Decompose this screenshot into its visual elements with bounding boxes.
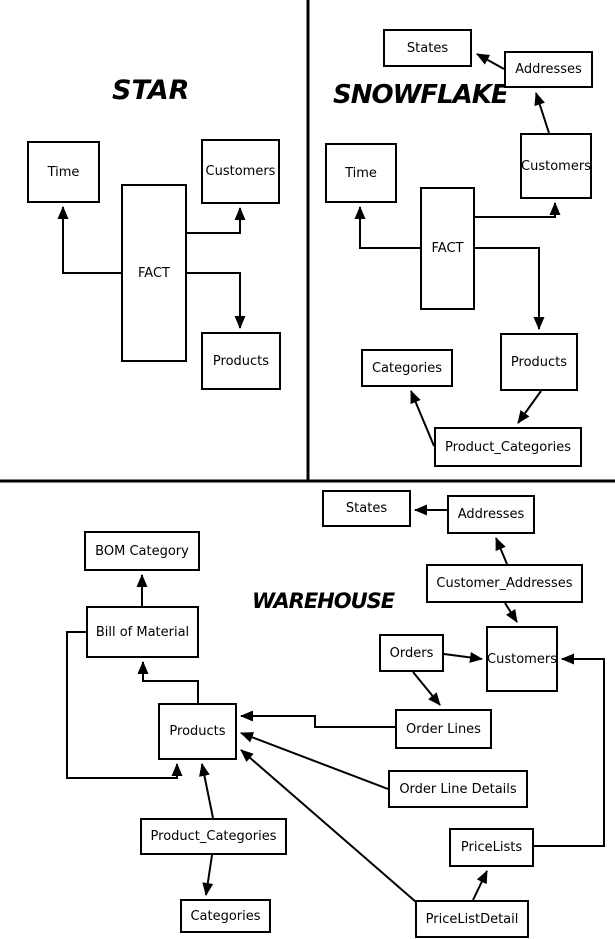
edge-wh-product-categories-to-categories (202, 854, 214, 896)
warehouse-node-products: Products (158, 703, 237, 760)
warehouse-node-pricelists: PriceLists (449, 828, 534, 867)
edge-snowflake-customers-to-addresses (534, 92, 550, 134)
edge-snowflake-fact-to-products (475, 247, 545, 330)
edge-snowflake-fact-to-time (354, 206, 420, 249)
snowflake-node-categories: Categories (361, 349, 453, 387)
snowflake-node-customers: Customers (520, 133, 592, 199)
star-title: STAR (112, 75, 190, 106)
snowflake-node-states: States (383, 29, 472, 67)
star-node-products: Products (201, 332, 281, 390)
edge-wh-product-categories-to-products (199, 763, 214, 819)
snowflake-node-fact: FACT (420, 187, 475, 310)
snowflake-node-addresses: Addresses (504, 51, 593, 88)
warehouse-node-bill-of-material: Bill of Material (86, 606, 199, 658)
edge-wh-customer-addresses-to-addresses (495, 537, 508, 565)
warehouse-node-bom-category: BOM Category (84, 531, 200, 571)
warehouse-node-orders: Orders (379, 634, 444, 672)
star-node-time: Time (27, 141, 100, 203)
warehouse-node-order-line-details: Order Line Details (388, 770, 528, 808)
warehouse-node-pricelistdetail: PriceListDetail (415, 900, 529, 938)
edge-star-fact-to-products (187, 272, 246, 329)
snowflake-node-time: Time (325, 143, 397, 203)
warehouse-node-customer-addresses: Customer_Addresses (426, 564, 583, 603)
edge-wh-customer-addresses-to-customers (504, 602, 518, 623)
edge-wh-pricelistdetail-to-pricelists (472, 870, 488, 901)
warehouse-node-categories: Categories (180, 899, 271, 933)
edge-wh-orders-to-customers (443, 651, 483, 663)
warehouse-node-order-lines: Order Lines (395, 709, 492, 749)
edge-wh-order-line-details-to-products (240, 732, 389, 790)
edge-snowflake-fact-to-customers (475, 202, 561, 218)
edge-snowflake-addresses-to-states (476, 53, 505, 70)
snowflake-node-products: Products (500, 333, 578, 391)
warehouse-node-customers: Customers (486, 626, 558, 692)
warehouse-node-states: States (322, 490, 411, 527)
edge-snowflake-products-to-product-categories (517, 390, 542, 424)
edge-wh-order-lines-to-products (240, 710, 395, 728)
edge-snowflake-product-categories-to-categories (410, 390, 435, 447)
warehouse-title: WAREHOUSE (252, 589, 395, 613)
edge-star-fact-to-time (57, 206, 121, 274)
warehouse-node-product-categories: Product_Categories (140, 818, 287, 855)
snowflake-title: SNOWFLAKE (333, 80, 509, 110)
edge-wh-orders-to-order-lines (412, 671, 441, 706)
warehouse-node-addresses: Addresses (447, 495, 535, 534)
snowflake-node-product-categories: Product_Categories (434, 427, 582, 467)
edge-star-fact-to-customers (187, 207, 246, 234)
edge-wh-products-to-bill-of-material (137, 661, 199, 703)
star-node-fact: FACT (121, 184, 187, 362)
star-node-customers: Customers (201, 139, 280, 204)
